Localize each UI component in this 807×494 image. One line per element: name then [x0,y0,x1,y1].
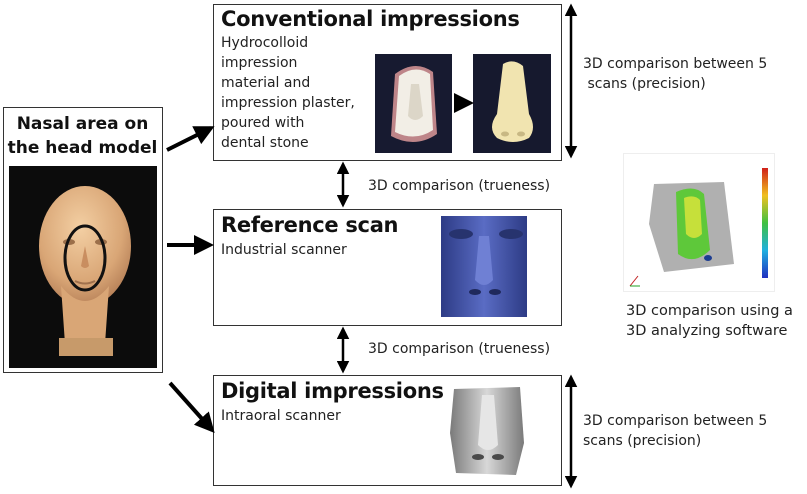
conventional-desc-line: Hydrocolloid [221,35,309,51]
conventional-desc-line: dental stone [221,135,309,151]
head-model-title-line1: Nasal area on [16,114,149,134]
precision-top-line2: scans (precision) [583,76,706,92]
precision-top-line1: 3D comparison between 5 [583,56,768,72]
conventional-title: Conventional impressions [221,7,520,31]
software-label-line2: 3D analyzing software [626,323,788,339]
trueness-top-label: 3D comparison (trueness) [368,178,551,194]
nasal-area-ellipse [63,224,107,292]
conventional-desc-line: poured with [221,115,305,131]
conventional-desc-line: impression plaster, [221,95,355,111]
trueness-bottom-label: 3D comparison (trueness) [368,341,551,357]
reference-title: Reference scan [221,213,399,237]
analysis-software-image [623,153,775,292]
conventional-desc-line: material and [221,75,311,91]
reference-description: Industrial scanner [221,242,347,258]
precision-bottom-label: 3D comparison between 5 scans (precision… [583,411,767,451]
head-model-title: Nasal area on the head model [4,112,161,160]
precision-bottom-line2: scans (precision) [583,433,702,449]
reference-scan-image [441,216,527,317]
software-label: 3D comparison using a 3D analyzing softw… [626,301,793,341]
digital-scan-image [446,383,529,479]
conventional-description: Hydrocolloid impression material and imp… [221,33,381,153]
conventional-desc-line: impression [221,55,298,71]
stone-cast-photo [473,54,551,153]
software-label-line1: 3D comparison using a [626,303,793,319]
precision-top-label: 3D comparison between 5 scans (precision… [583,54,767,94]
arrow-to-digital [168,381,215,433]
arrow-to-conventional [166,126,215,152]
head-model-title-line2: the head model [7,138,158,158]
precision-bottom-line1: 3D comparison between 5 [583,413,768,429]
head-model-photo [9,166,157,368]
impression-photo [375,54,452,153]
head-model-panel: Nasal area on the head model [3,107,163,373]
digital-title: Digital impressions [221,379,444,403]
digital-description: Intraoral scanner [221,408,341,424]
